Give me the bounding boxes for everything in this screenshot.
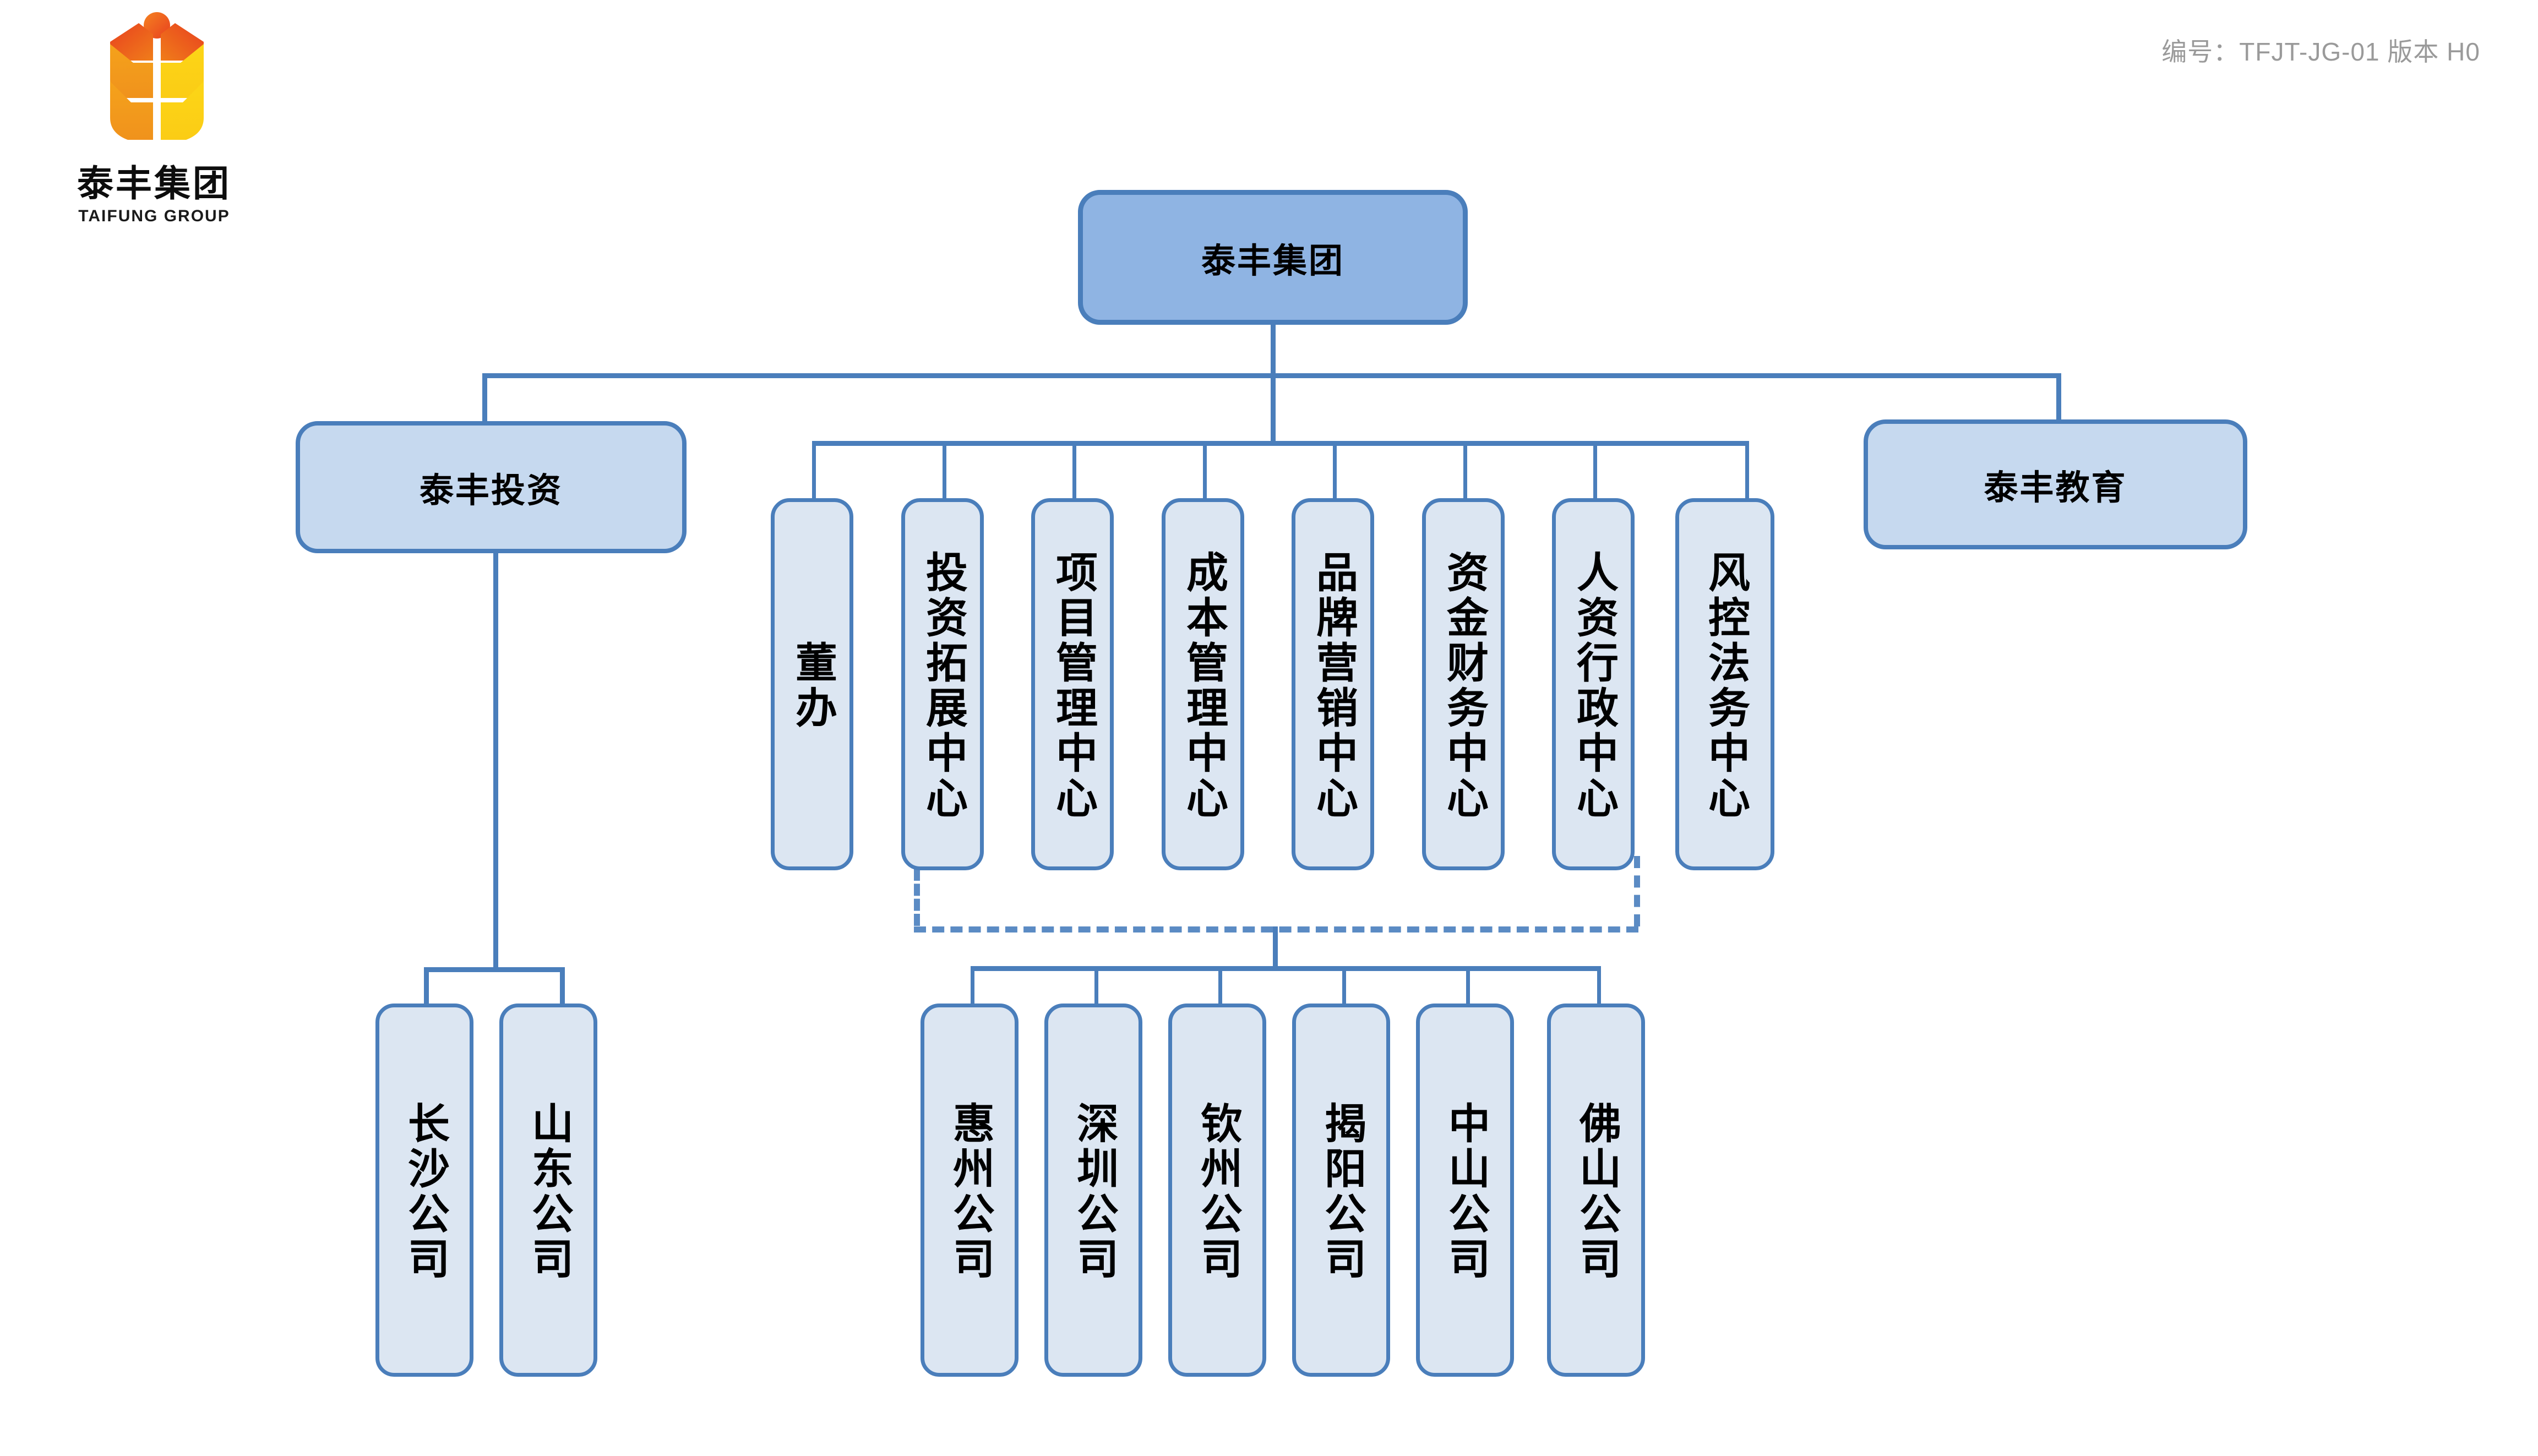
node-label: 董办 <box>789 641 836 731</box>
node-taifung-education[interactable]: 泰丰教育 <box>1864 419 2247 549</box>
connector-root-stem <box>1271 322 1276 373</box>
node-taifung-group[interactable]: 泰丰集团 <box>1078 190 1468 325</box>
node-company-qinzhou[interactable]: 钦州公司 <box>1168 1004 1266 1377</box>
connector-regional-riser-4 <box>1342 966 1346 1007</box>
node-label: 成本管理中心 <box>1180 550 1227 821</box>
node-label: 钦州公司 <box>1194 1101 1241 1282</box>
node-label: 人资行政中心 <box>1570 550 1617 821</box>
node-dept-dongban[interactable]: 董办 <box>771 498 853 870</box>
dashed-connector-left-riser <box>914 869 920 926</box>
connector-investment-riser-2 <box>560 967 565 1007</box>
connector-dept-riser-4 <box>1203 441 1207 499</box>
node-dept-risk-legal-center[interactable]: 风控法务中心 <box>1675 498 1774 870</box>
node-label: 佛山公司 <box>1573 1101 1620 1282</box>
node-company-jieyang[interactable]: 揭阳公司 <box>1292 1004 1390 1377</box>
node-dept-hr-admin-center[interactable]: 人资行政中心 <box>1552 498 1635 870</box>
connector-regional-riser-2 <box>1094 966 1098 1007</box>
node-dept-project-management-center[interactable]: 项目管理中心 <box>1031 498 1114 870</box>
connector-investment-riser-1 <box>424 967 429 1007</box>
node-taifung-investment[interactable]: 泰丰投资 <box>296 421 687 553</box>
node-dept-finance-center[interactable]: 资金财务中心 <box>1422 498 1505 870</box>
node-label: 惠州公司 <box>946 1101 993 1282</box>
document-code-label: 编号：TFJT-JG-01 版本 H0 <box>2161 37 2480 66</box>
node-label: 长沙公司 <box>401 1101 448 1282</box>
connector-regional-riser-5 <box>1466 966 1470 1007</box>
connector-dept-riser-3 <box>1072 441 1076 499</box>
connector-regional-stem <box>1273 926 1278 968</box>
connector-dept-riser-6 <box>1463 441 1467 499</box>
logo-company-name-cn: 泰丰集团 <box>77 163 231 204</box>
node-company-changsha[interactable]: 长沙公司 <box>375 1004 473 1377</box>
node-label: 泰丰集团 <box>1201 242 1344 280</box>
connector-dept-riser-8 <box>1745 441 1749 499</box>
node-company-huizhou[interactable]: 惠州公司 <box>921 1004 1019 1377</box>
connector-to-taifung-education <box>2056 373 2061 426</box>
connector-regional-riser-3 <box>1218 966 1222 1007</box>
connector-regional-bus <box>971 966 1601 971</box>
node-label: 泰丰投资 <box>419 472 563 510</box>
connector-to-department-bus <box>1271 373 1276 442</box>
node-company-shenzhen[interactable]: 深圳公司 <box>1044 1004 1142 1377</box>
connector-regional-riser-6 <box>1597 966 1601 1007</box>
company-logo: 泰丰集团 TAIFUNG GROUP <box>39 10 270 258</box>
connector-department-bus <box>812 441 1749 446</box>
connector-investment-bus <box>424 967 564 972</box>
node-label: 投资拓展中心 <box>919 550 966 821</box>
node-dept-brand-marketing-center[interactable]: 品牌营销中心 <box>1292 498 1374 870</box>
connector-dept-riser-1 <box>812 441 816 499</box>
node-label: 泰丰教育 <box>1984 469 2127 507</box>
dashed-connector-right-riser <box>1634 856 1640 926</box>
node-label: 品牌营销中心 <box>1310 550 1357 821</box>
node-company-foshan[interactable]: 佛山公司 <box>1547 1004 1645 1377</box>
node-label: 风控法务中心 <box>1702 550 1749 821</box>
node-label: 项目管理中心 <box>1049 550 1096 821</box>
connector-to-taifung-investment <box>482 373 487 426</box>
node-label: 山东公司 <box>525 1101 572 1282</box>
node-label: 深圳公司 <box>1070 1101 1117 1282</box>
connector-regional-riser-1 <box>971 966 974 1007</box>
node-company-zhongshan[interactable]: 中山公司 <box>1416 1004 1514 1377</box>
connector-dept-riser-7 <box>1593 441 1597 499</box>
node-dept-investment-expansion-center[interactable]: 投资拓展中心 <box>901 498 984 870</box>
connector-dept-riser-2 <box>943 441 946 499</box>
node-label: 资金财务中心 <box>1440 550 1487 821</box>
logo-company-name-en: TAIFUNG GROUP <box>78 207 230 225</box>
node-company-shandong[interactable]: 山东公司 <box>499 1004 597 1377</box>
connector-investment-stem <box>493 550 498 969</box>
wheat-sheaf-logo-icon <box>110 12 204 140</box>
connector-dept-riser-5 <box>1333 441 1337 499</box>
node-label: 中山公司 <box>1442 1101 1489 1282</box>
node-label: 揭阳公司 <box>1318 1101 1365 1282</box>
node-dept-cost-management-center[interactable]: 成本管理中心 <box>1162 498 1244 870</box>
